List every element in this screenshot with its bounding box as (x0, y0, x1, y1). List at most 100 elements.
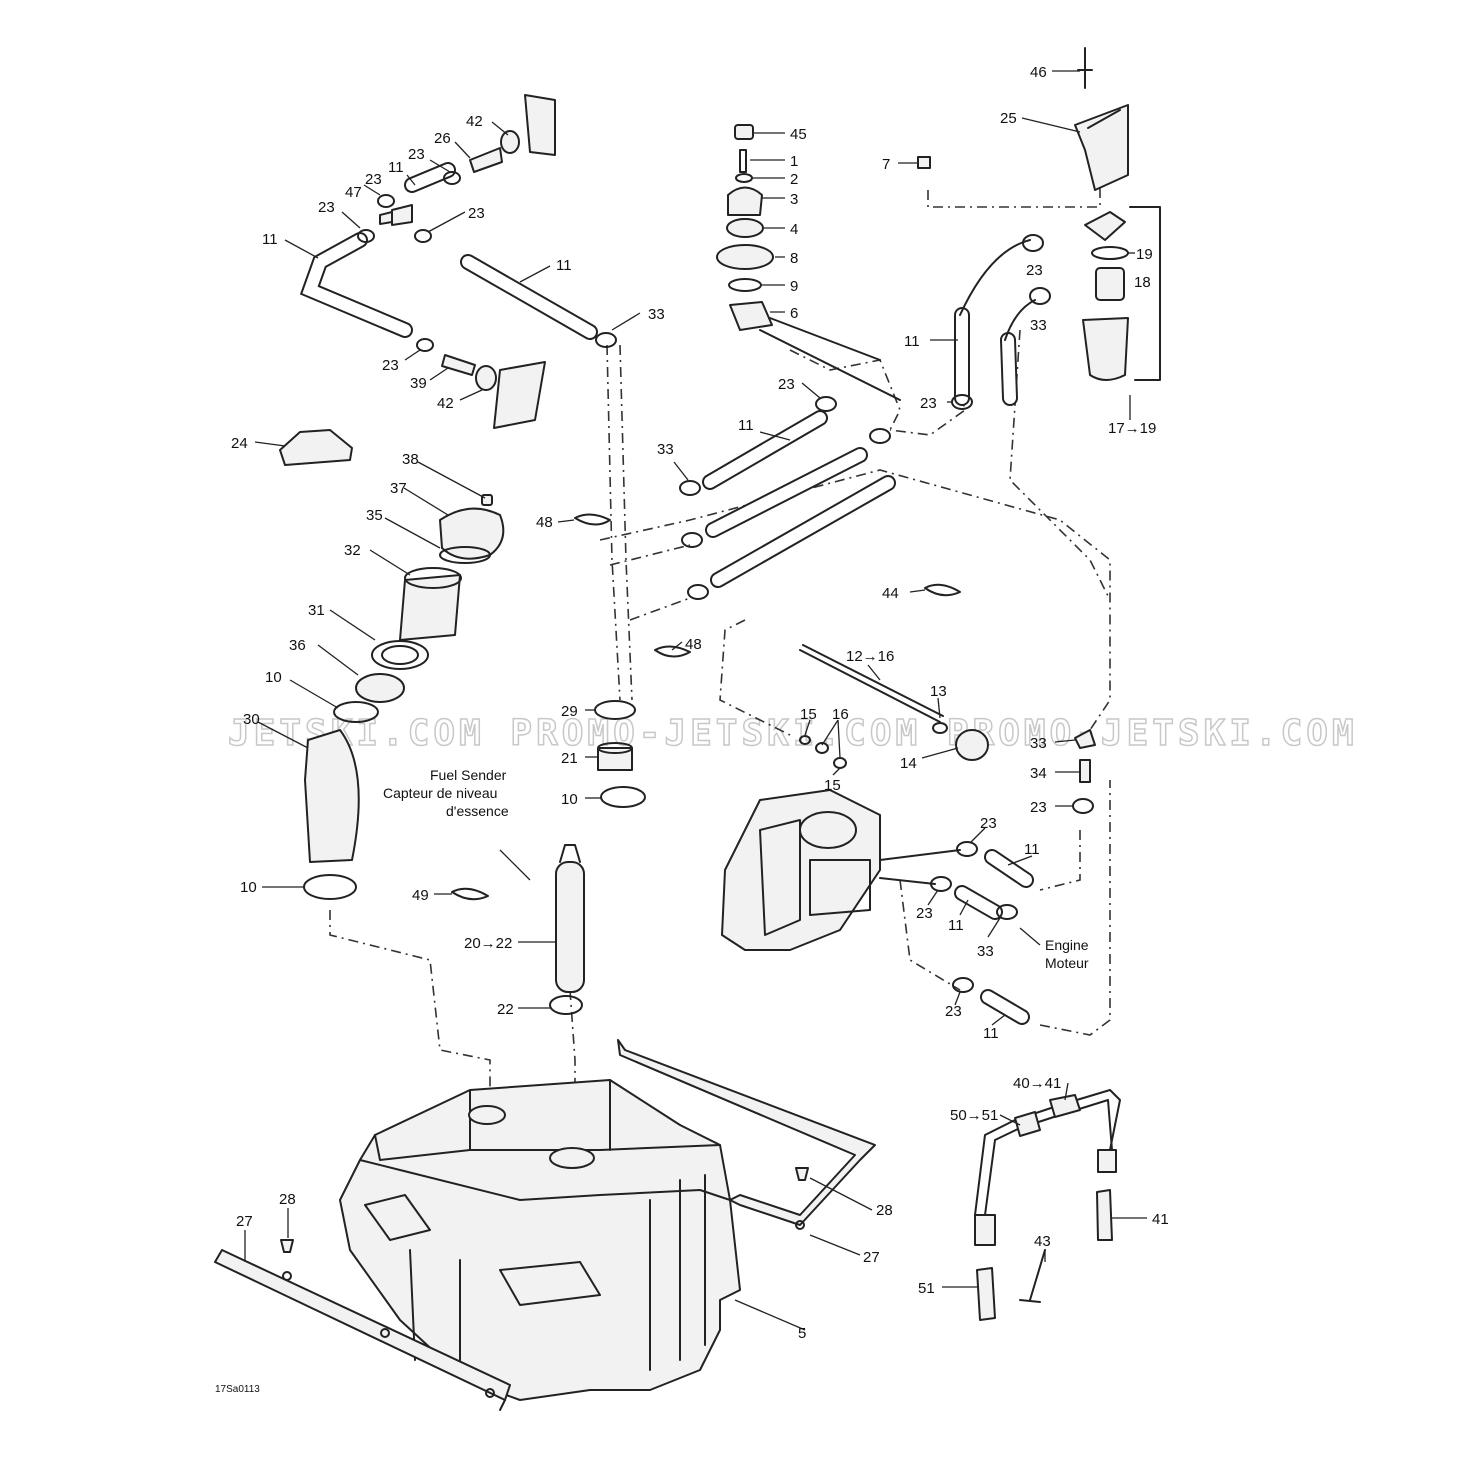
callout-35: 35 (366, 507, 383, 524)
callout-labels: 46 25 7 45 1 2 3 4 8 9 6 42 26 23 11 23 … (231, 64, 1169, 1342)
callout-23-i: 23 (1030, 799, 1047, 816)
callout-22: 22 (497, 1001, 514, 1018)
callout-33-a: 33 (648, 306, 665, 323)
callout-23-f: 23 (778, 376, 795, 393)
callout-33-e: 33 (977, 943, 994, 960)
callout-8: 8 (790, 250, 798, 267)
vent-assembly (357, 94, 617, 429)
callout-18: 18 (1134, 274, 1151, 291)
carburetor (721, 789, 1018, 993)
callout-31: 31 (308, 602, 325, 619)
callout-36: 36 (289, 637, 306, 654)
callout-25: 25 (1000, 110, 1017, 127)
callout-23-d: 23 (468, 205, 485, 222)
callout-33-d: 33 (1030, 735, 1047, 752)
callout-23-c: 23 (318, 199, 335, 216)
callout-42-bottom: 42 (437, 395, 454, 412)
callout-16: 16 (832, 706, 849, 723)
callout-51: 51 (918, 1280, 935, 1297)
callout-23-g: 23 (920, 395, 937, 412)
fuel-valve-assembly (716, 124, 901, 401)
callout-6: 6 (790, 305, 798, 322)
fuel-tank (339, 1079, 741, 1401)
callout-4: 4 (790, 221, 798, 238)
hoses (299, 162, 1036, 1025)
callout-10-b: 10 (240, 879, 257, 896)
hose-clip-24 (279, 429, 353, 466)
leader-lines (244, 70, 1147, 1331)
callout-11-f: 11 (1024, 841, 1040, 858)
drawing-code: 17Sa0113 (215, 1384, 260, 1395)
callout-20-22: 20→22 (464, 935, 512, 952)
callout-23-l: 23 (945, 1003, 962, 1020)
callout-23-b: 23 (365, 171, 382, 188)
filler-neck-assembly (303, 494, 505, 900)
callout-46: 46 (1030, 64, 1047, 81)
callout-39: 39 (410, 375, 427, 392)
hose-clamps (451, 396, 961, 901)
callout-48-b: 48 (685, 636, 702, 653)
watermark: JETSKI.COM PROMO-JETSKI.COM PROMO-JETSKI… (228, 713, 1358, 754)
callout-23-k: 23 (916, 905, 933, 922)
callout-48-a: 48 (536, 514, 553, 531)
callout-11-g: 11 (948, 917, 964, 934)
callout-23-h: 23 (1026, 262, 1043, 279)
callout-13: 13 (930, 683, 947, 700)
callout-28-a: 28 (279, 1191, 296, 1208)
engine-label-fr: Moteur (1045, 955, 1089, 971)
callout-38: 38 (402, 451, 419, 468)
callout-23-j: 23 (980, 815, 997, 832)
callout-28-b: 28 (876, 1202, 893, 1219)
callout-47: 47 (345, 184, 362, 201)
callout-41: 41 (1152, 1211, 1169, 1228)
fuel-sender-label: Fuel Sender (430, 767, 507, 783)
callout-2: 2 (790, 171, 798, 188)
callout-27-b: 27 (863, 1249, 880, 1266)
callout-50-51: 50→51 (950, 1107, 998, 1124)
callout-34: 34 (1030, 765, 1047, 782)
callout-11-c: 11 (556, 257, 572, 274)
fuel-sender-label-fr-2: d'essence (446, 803, 509, 819)
callout-49: 49 (412, 887, 429, 904)
callout-10-a: 10 (265, 669, 282, 686)
callout-44: 44 (882, 585, 899, 602)
engine-label: Engine (1045, 937, 1089, 953)
callout-21: 21 (561, 750, 578, 767)
callout-33-b: 33 (657, 441, 674, 458)
callout-9: 9 (790, 278, 798, 295)
fuel-level-rod (799, 644, 989, 769)
tank-strap-assembly (974, 1089, 1121, 1321)
callout-23-a: 23 (408, 146, 425, 163)
callout-11-a: 11 (388, 159, 404, 176)
callout-14: 14 (900, 755, 917, 772)
callout-33-c: 33 (1030, 317, 1047, 334)
callout-1: 1 (790, 153, 798, 170)
callout-30: 30 (243, 711, 260, 728)
callout-17-19: 17→19 (1108, 420, 1156, 437)
callout-40-41: 40→41 (1013, 1075, 1061, 1092)
callout-7: 7 (882, 156, 890, 173)
callout-37: 37 (390, 480, 407, 497)
fuel-filter-assembly (917, 47, 1161, 410)
callout-11-h: 11 (983, 1025, 999, 1042)
callout-11-e: 11 (904, 333, 920, 350)
callout-24: 24 (231, 435, 248, 452)
callout-19: 19 (1136, 246, 1153, 263)
callout-42-top: 42 (466, 113, 483, 130)
callout-27-a: 27 (236, 1213, 253, 1230)
callout-15-b: 15 (824, 777, 841, 794)
callout-26: 26 (434, 130, 451, 147)
callout-11-b: 11 (262, 231, 278, 248)
callout-32: 32 (344, 542, 361, 559)
callout-15-a: 15 (800, 706, 817, 723)
callout-10-c: 10 (561, 791, 578, 808)
callout-45: 45 (790, 126, 807, 143)
callout-29: 29 (561, 703, 578, 720)
callout-3: 3 (790, 191, 798, 208)
tank-support-rails (214, 1039, 876, 1411)
callout-5: 5 (798, 1325, 806, 1342)
callout-11-d: 11 (738, 417, 754, 434)
callout-23-e: 23 (382, 357, 399, 374)
callout-43: 43 (1034, 1233, 1051, 1250)
